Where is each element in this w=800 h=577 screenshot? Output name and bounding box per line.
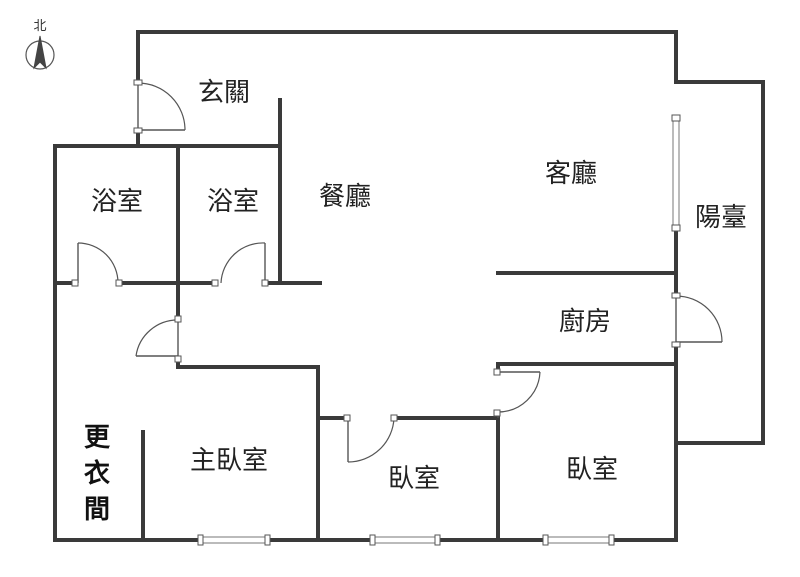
label-master-bedroom: 主臥室	[190, 446, 268, 476]
door-bath-left	[71, 242, 123, 287]
room-labels: 玄關 浴室 浴室 餐廳 客廳 陽臺 廚房 更 衣 間 主臥室 臥室 臥室	[84, 78, 747, 525]
label-bedroom-right: 臥室	[566, 455, 618, 485]
windows	[197, 114, 681, 546]
door-bed-right	[493, 368, 541, 418]
door-bath-right	[211, 242, 269, 287]
walls	[53, 30, 765, 542]
label-living: 客廳	[545, 159, 597, 189]
door-kitchen-balcony	[671, 292, 723, 348]
label-bath-right: 浴室	[207, 187, 259, 217]
north-compass: 北	[25, 19, 55, 70]
door-entry	[133, 79, 186, 134]
door-master	[135, 315, 182, 363]
doors	[71, 79, 723, 463]
compass-label: 北	[33, 19, 46, 34]
label-bedroom-middle: 臥室	[388, 464, 440, 494]
label-closet-3: 間	[84, 495, 110, 525]
window-bed-mid	[369, 534, 441, 546]
label-kitchen: 廚房	[559, 307, 611, 337]
label-entry: 玄關	[198, 78, 250, 108]
label-closet-2: 衣	[84, 458, 110, 489]
north-arrow-icon	[33, 35, 47, 70]
door-bed-mid	[343, 414, 398, 463]
label-dining: 餐廳	[319, 182, 371, 212]
window-master	[197, 534, 271, 546]
label-closet-1: 更	[84, 423, 111, 453]
window-bed-right	[542, 534, 615, 546]
window-living-balcony	[671, 114, 681, 232]
label-balcony: 陽臺	[695, 203, 747, 233]
label-bath-left: 浴室	[91, 187, 143, 217]
